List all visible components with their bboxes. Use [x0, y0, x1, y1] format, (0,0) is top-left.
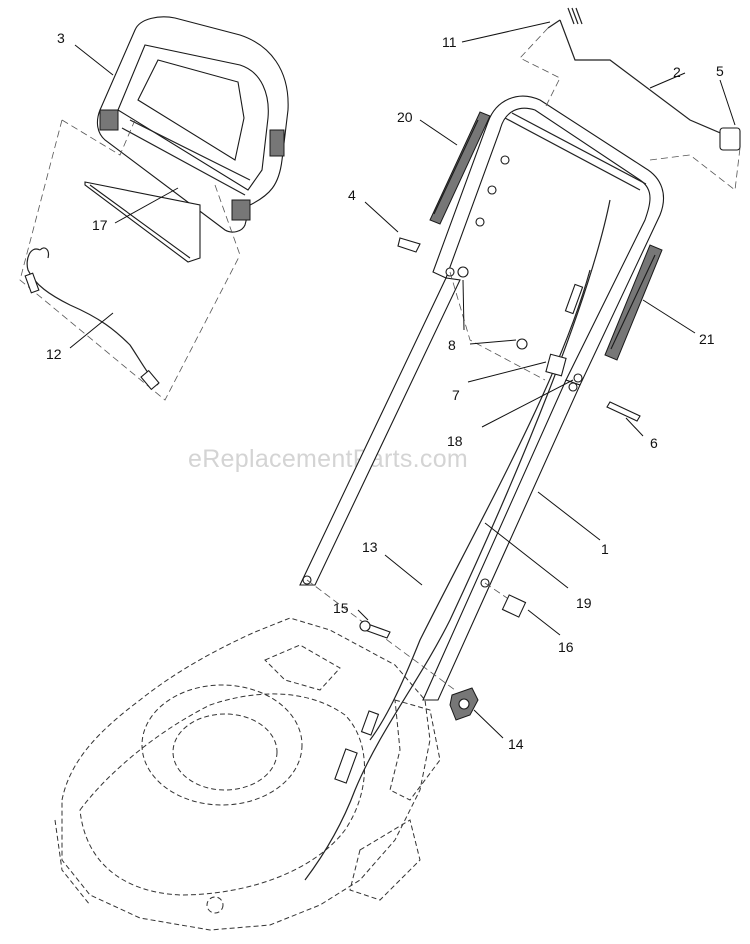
- console-cable: [24, 247, 160, 391]
- handle-frame: [299, 95, 664, 701]
- callout-6: 6: [650, 435, 658, 451]
- callout-14: 14: [508, 736, 524, 752]
- callout-3: 3: [57, 30, 65, 46]
- callout-2: 2: [673, 64, 681, 80]
- callout-16: 16: [558, 639, 574, 655]
- leader-lines: [69, 21, 736, 739]
- callout-11: 11: [442, 34, 457, 50]
- callout-5: 5: [716, 63, 724, 79]
- callout-4: 4: [348, 187, 356, 203]
- bail-bar: [547, 7, 741, 151]
- explode-lines-handle: [306, 27, 741, 691]
- control-cables: [304, 199, 611, 881]
- callout-15: 15: [333, 600, 349, 616]
- callout-18: 18: [447, 433, 463, 449]
- callout-21: 21: [699, 331, 715, 347]
- watermark: eReplacementParts.com: [188, 445, 468, 473]
- callout-8: 8: [448, 337, 456, 353]
- callout-1: 1: [601, 541, 609, 557]
- mower-deck: [54, 617, 441, 931]
- callout-13: 13: [362, 539, 378, 555]
- control-console: [96, 16, 289, 233]
- handle-grips: [429, 111, 663, 361]
- callout-19: 19: [576, 595, 592, 611]
- callout-20: 20: [397, 109, 413, 125]
- decal-strip-line: [89, 184, 191, 259]
- hardware-parts: [359, 237, 641, 721]
- callout-7: 7: [452, 387, 460, 403]
- callout-12: 12: [46, 346, 62, 362]
- callouts: 3 11 2 5 20 4 17 8 21 12 7 18 6 13 1 19 …: [46, 30, 724, 752]
- callout-17: 17: [92, 217, 108, 233]
- explode-lines-console: [19, 119, 241, 401]
